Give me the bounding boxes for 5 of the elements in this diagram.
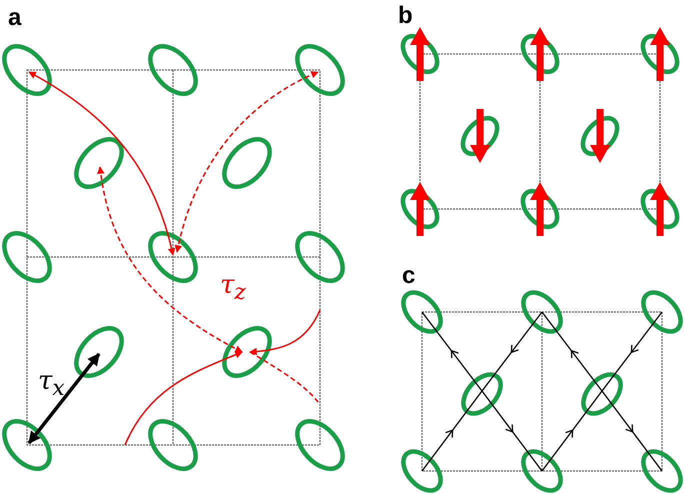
panel-label: c	[402, 264, 416, 288]
panel-label: a	[8, 6, 22, 30]
symbol-label: τ$_{z}$	[220, 272, 246, 304]
panel-label: b	[398, 4, 413, 28]
symbol-label: τ$_{x}$	[38, 368, 65, 400]
